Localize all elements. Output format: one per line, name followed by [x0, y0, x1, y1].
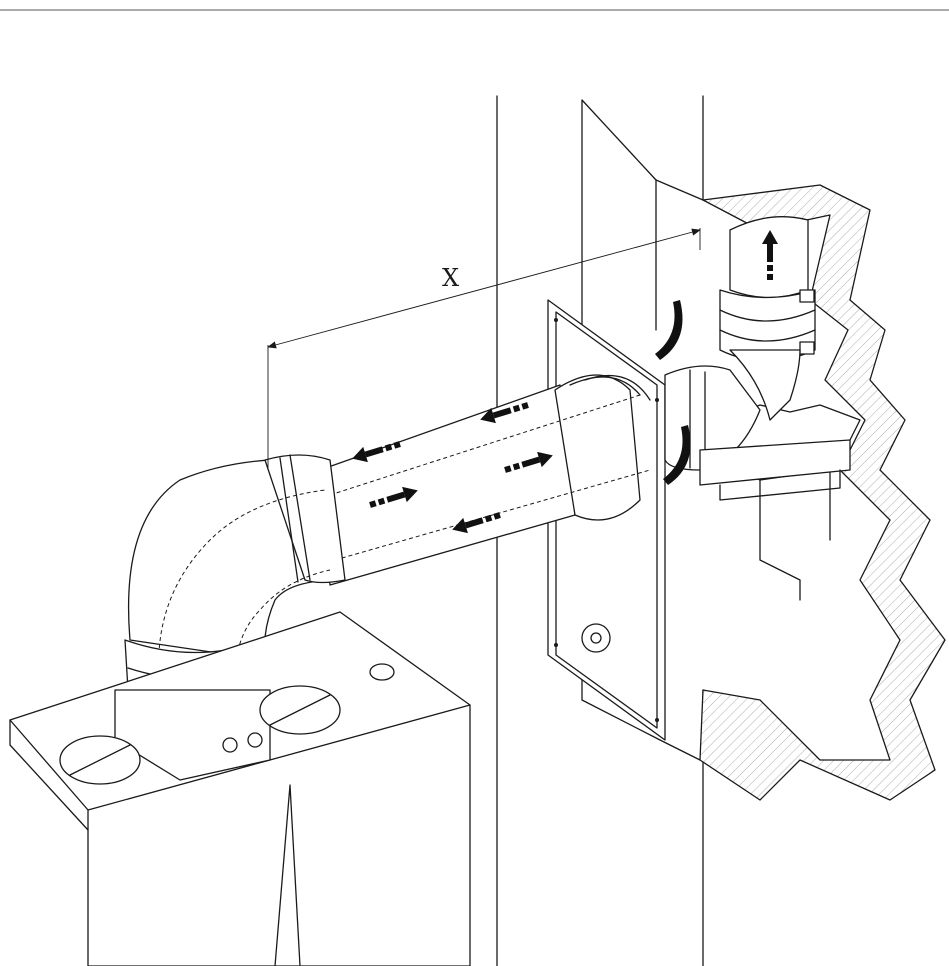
- curved-arrow-icon: [663, 425, 691, 485]
- dimension-label: X: [442, 264, 459, 292]
- rotation-arrows: [655, 300, 691, 485]
- arrow-icon: [480, 402, 529, 424]
- arrow-icon: [452, 512, 501, 534]
- arrow-icon: [352, 441, 401, 463]
- arrow-icon: [369, 486, 418, 508]
- arrow-icon: [504, 451, 553, 473]
- plate-screw: [581, 623, 611, 653]
- curved-arrow-icon: [655, 300, 683, 360]
- wall-plate: [547, 299, 666, 741]
- arrow-icon: [762, 230, 778, 280]
- flow-arrows: [352, 230, 778, 534]
- dimension-x: X: [267, 228, 701, 470]
- boiler-unit: [9, 611, 471, 966]
